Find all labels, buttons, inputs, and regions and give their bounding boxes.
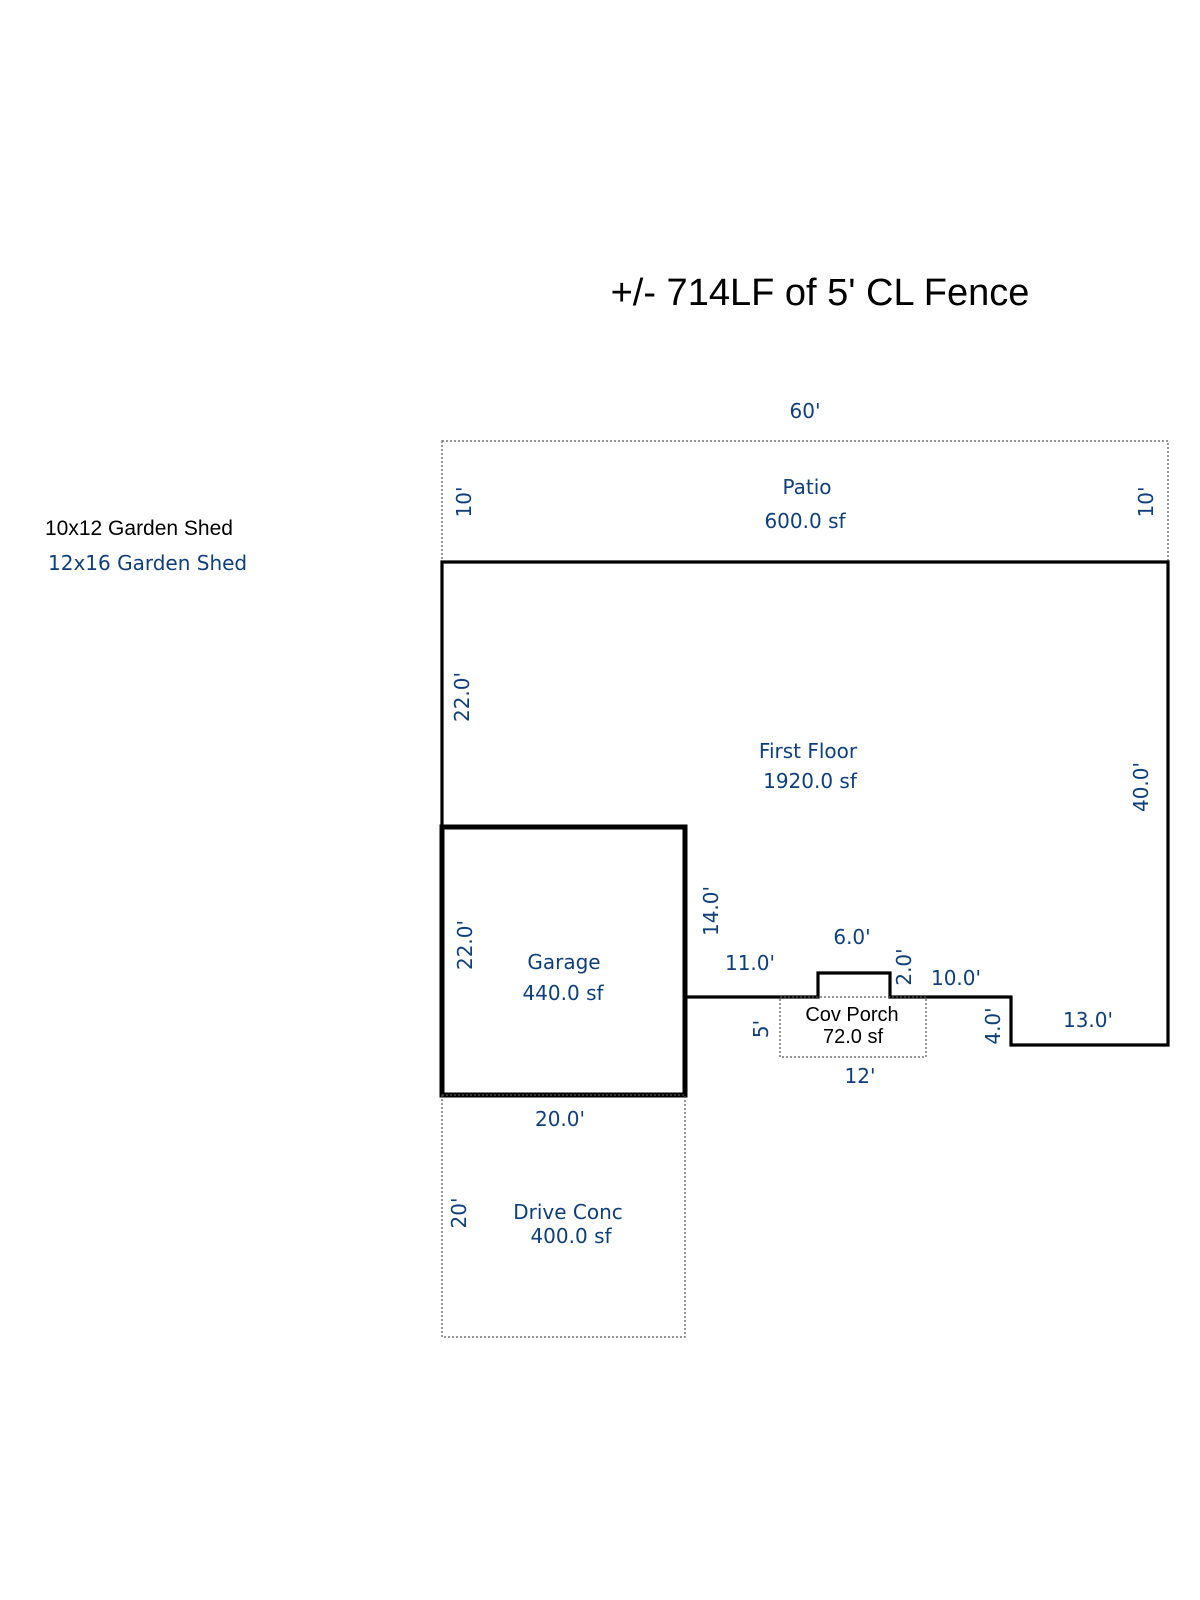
patio-area: 600.0 sf xyxy=(764,509,846,533)
garage-right-label: 14.0' xyxy=(699,886,723,936)
first-floor-area: 1920.0 sf xyxy=(763,769,858,793)
garage-area: 440.0 sf xyxy=(522,981,604,1005)
porch-outline xyxy=(779,996,927,1058)
legend-shed-12x16: 12x16 Garden Shed xyxy=(48,551,247,575)
floor-left-upper-label: 22.0' xyxy=(450,672,474,722)
front-right-run-label: 13.0' xyxy=(1063,1008,1113,1032)
first-floor-name: First Floor xyxy=(759,739,858,763)
front-left-run-label: 11.0' xyxy=(725,951,775,975)
drive-area: 400.0 sf xyxy=(530,1224,612,1248)
drive-name: Drive Conc xyxy=(513,1200,623,1224)
patio-width-label: 60' xyxy=(790,399,821,423)
patio-outline xyxy=(441,440,1169,563)
porch-area: 72.0 sf xyxy=(823,1026,883,1048)
garage-bottom-label: 20.0' xyxy=(535,1107,585,1131)
legend-shed-10x12: 10x12 Garden Shed xyxy=(45,517,233,540)
patio-right-depth-label: 10' xyxy=(1134,487,1158,518)
step-side-label: 4.0' xyxy=(981,1007,1005,1044)
front-mid-run-label: 10.0' xyxy=(931,966,981,990)
bump-top-label: 6.0' xyxy=(833,925,870,949)
garage-left-label: 22.0' xyxy=(453,920,477,970)
drive-outline xyxy=(441,1094,686,1338)
porch-depth-label: 5' xyxy=(749,1020,773,1038)
drive-depth-label: 20' xyxy=(447,1198,471,1229)
patio-name: Patio xyxy=(782,475,831,499)
porch-name: Cov Porch xyxy=(805,1004,898,1026)
garage-name: Garage xyxy=(527,950,600,974)
bump-side-label: 2.0' xyxy=(892,948,916,985)
floor-right-label: 40.0' xyxy=(1129,762,1153,812)
plan-title: +/- 714LF of 5' CL Fence xyxy=(611,272,1030,314)
patio-left-depth-label: 10' xyxy=(452,487,476,518)
porch-width-label: 12' xyxy=(845,1064,876,1088)
